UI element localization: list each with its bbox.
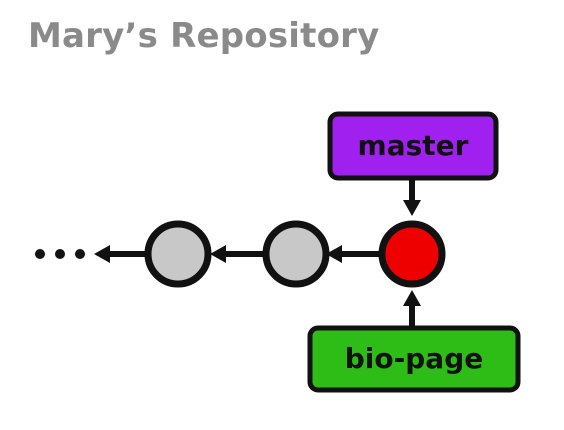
history-ellipsis xyxy=(35,249,85,259)
arrowhead xyxy=(326,245,342,263)
commits xyxy=(144,220,446,288)
master-branch: master xyxy=(327,111,499,216)
bio-page-branch-box xyxy=(307,325,521,393)
master-pointer-arrowhead xyxy=(403,200,421,216)
master-branch-label: master xyxy=(358,129,469,162)
parent-arrowheads xyxy=(94,245,342,263)
bio-page-branch: bio-page xyxy=(307,290,521,393)
ellipsis-dot xyxy=(35,249,45,259)
commit-node-current xyxy=(378,220,446,288)
ellipsis-dot xyxy=(75,249,85,259)
bio-page-branch-label: bio-page xyxy=(345,342,483,375)
ellipsis-dot xyxy=(55,249,65,259)
bio-page-pointer-arrowhead xyxy=(403,290,421,306)
repository-title: Mary’s Repository xyxy=(28,16,380,56)
arrowhead xyxy=(94,245,110,263)
arrowhead xyxy=(210,245,226,263)
commit-node-older xyxy=(144,220,212,288)
master-branch-box xyxy=(327,111,499,181)
commit-node-older xyxy=(262,220,330,288)
